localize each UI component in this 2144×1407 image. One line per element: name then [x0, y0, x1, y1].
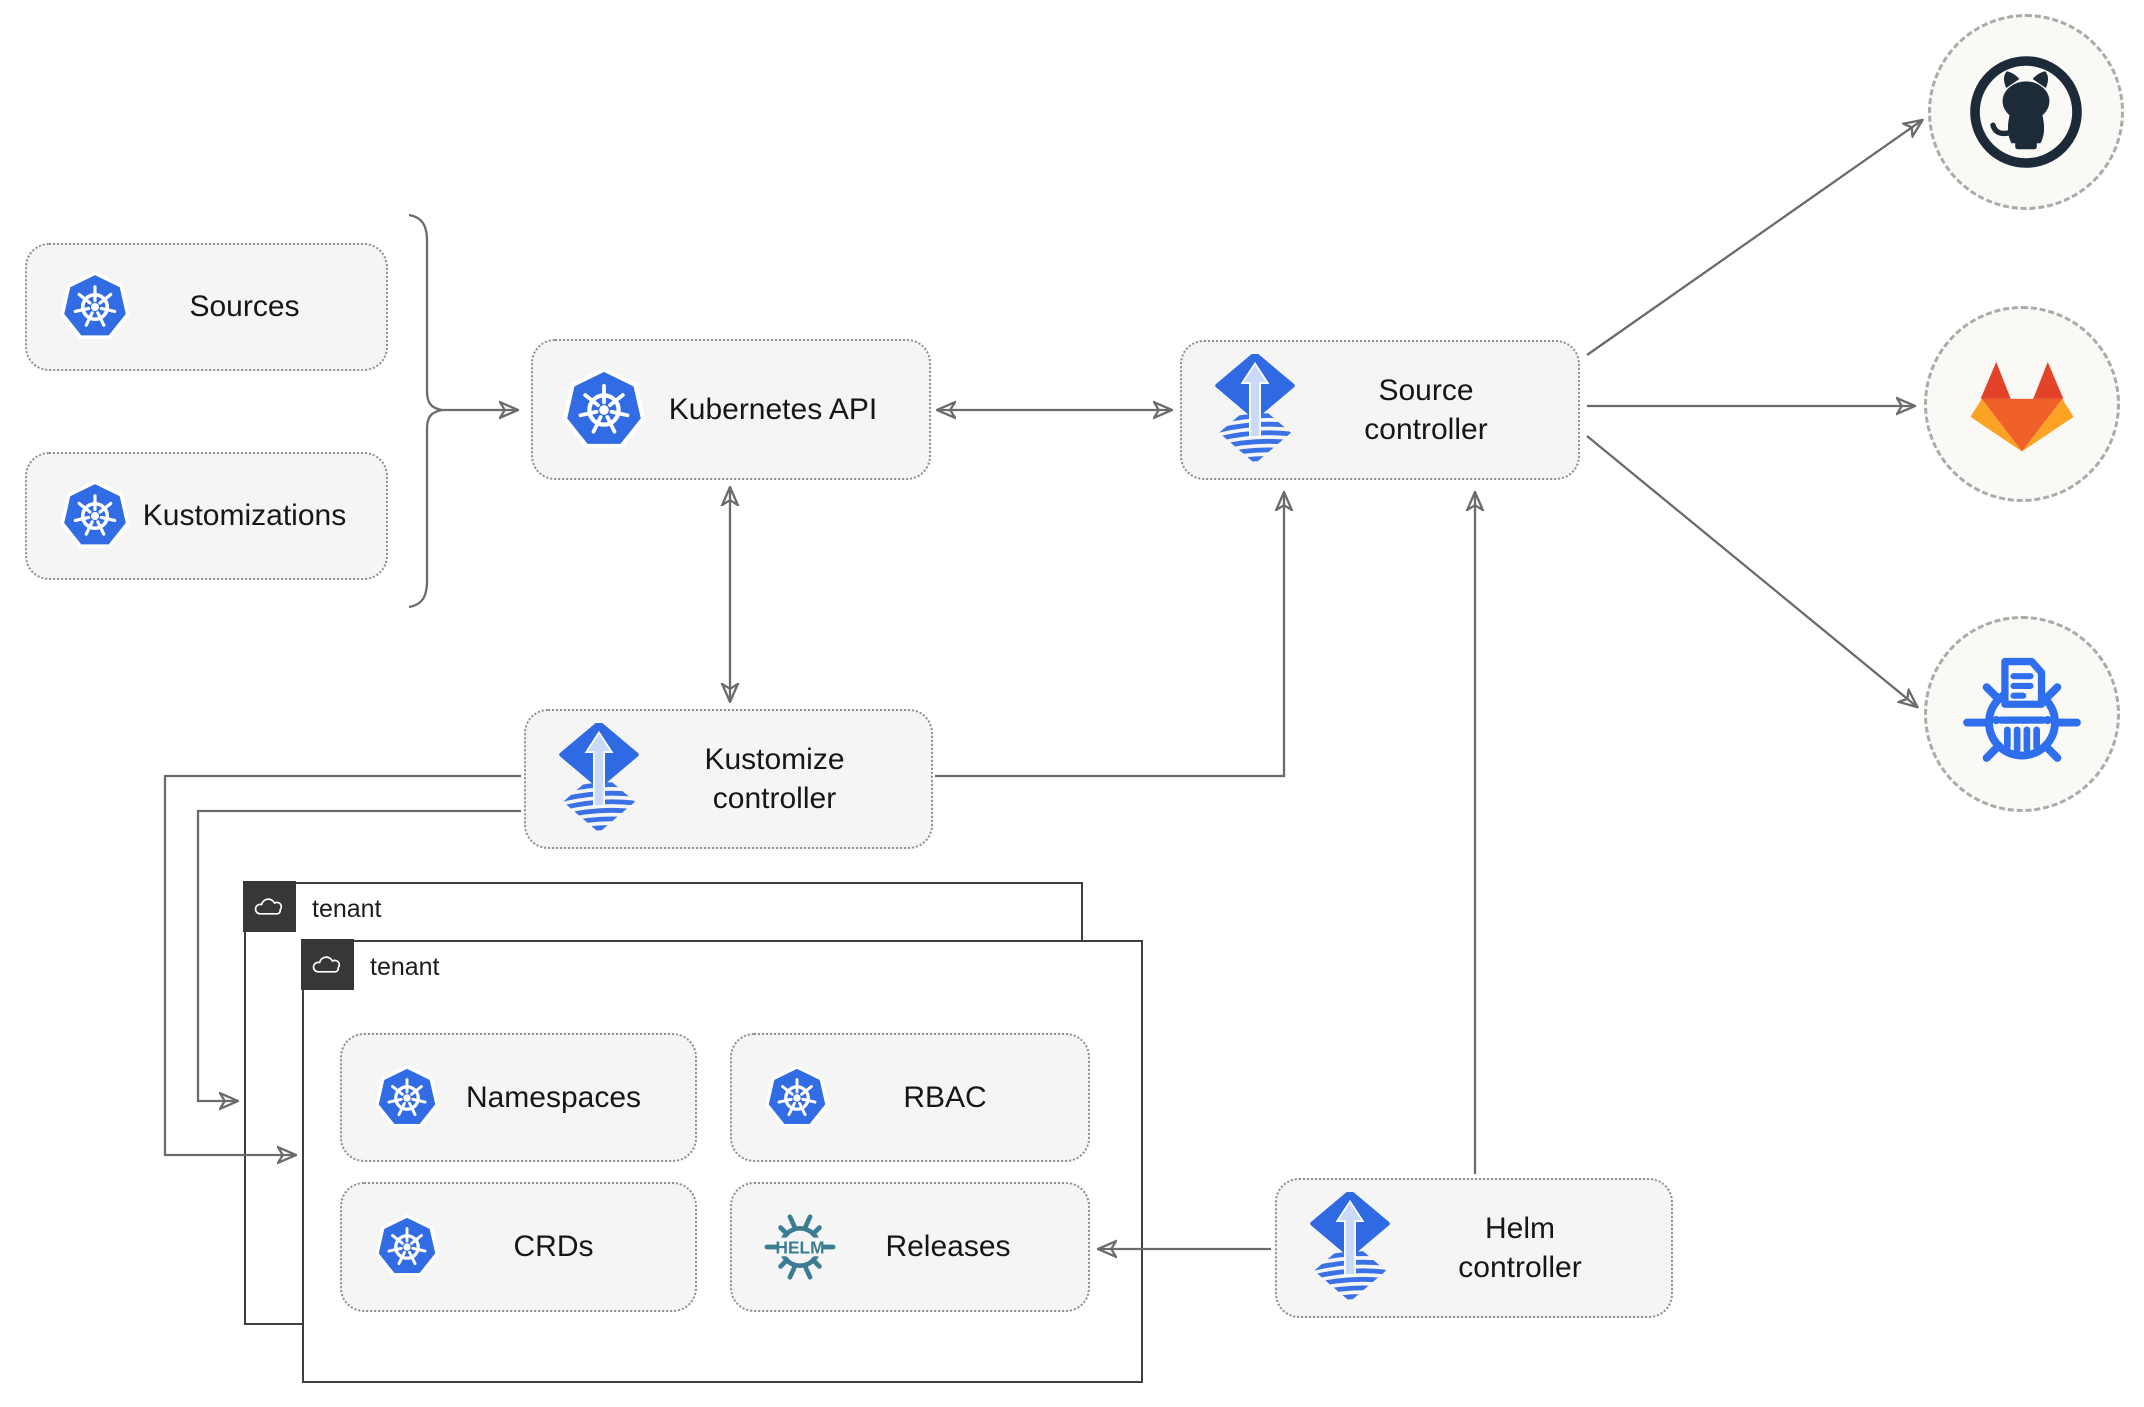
node-sources: Sources	[25, 243, 388, 371]
kubernetes-icon	[764, 1065, 830, 1131]
kubernetes-manifests-icon	[1961, 653, 2083, 775]
node-kustomize-controller: Kustomize controller	[524, 709, 933, 849]
node-label: Releases	[885, 1230, 1011, 1263]
flux-icon	[1307, 1192, 1393, 1305]
kubernetes-icon	[59, 271, 131, 343]
node-label: Kustomizations	[142, 499, 347, 532]
github-icon	[1966, 52, 2086, 172]
tenant-label: tenant	[370, 953, 440, 981]
tenant-tab	[243, 881, 297, 933]
node-label: Kubernetes API	[668, 392, 878, 426]
cloud-icon	[253, 896, 287, 918]
node-label-line1: Helm	[1484, 1212, 1555, 1245]
node-label-line1: Kustomize	[704, 743, 845, 776]
helm-icon	[764, 1211, 836, 1283]
node-releases: Releases	[730, 1182, 1090, 1312]
node-label: Sources	[189, 290, 300, 323]
node-source-controller: Source controller	[1180, 340, 1580, 480]
node-label-line2: controller	[1458, 1251, 1582, 1284]
kubernetes-icon	[374, 1214, 440, 1280]
hub-gitlab	[1924, 306, 2120, 502]
tenant-label: tenant	[312, 895, 382, 923]
node-kustomizations: Kustomizations	[25, 452, 388, 580]
node-label: Helm controller	[1393, 1209, 1647, 1287]
tenant-tab	[301, 939, 355, 991]
node-label: RBAC	[903, 1080, 987, 1114]
gitlab-icon	[1966, 353, 2078, 456]
flux-icon	[556, 723, 642, 836]
node-label: Kustomize controller	[642, 740, 907, 818]
node-namespaces: Namespaces	[340, 1033, 697, 1162]
hub-github	[1928, 14, 2124, 210]
node-crds: CRDs	[340, 1182, 697, 1312]
node-label: Source controller	[1298, 371, 1554, 449]
node-kubernetes-api: Kubernetes API	[531, 339, 931, 480]
bracket-sources-kustomizations	[408, 213, 443, 609]
node-rbac: RBAC	[730, 1033, 1090, 1162]
edge-kustomize-to-source-controller	[935, 494, 1284, 778]
flux-icon	[1212, 354, 1298, 467]
kubernetes-icon	[59, 480, 131, 552]
edge-source-to-manifests	[1586, 435, 1916, 706]
node-label: CRDs	[513, 1230, 594, 1263]
node-label-line2: controller	[1364, 413, 1488, 446]
node-helm-controller: Helm controller	[1275, 1178, 1673, 1318]
node-label-line1: Source	[1378, 374, 1474, 407]
cloud-icon	[311, 954, 345, 976]
node-label-line2: controller	[712, 782, 837, 815]
node-label: Namespaces	[465, 1080, 642, 1114]
kubernetes-icon	[374, 1065, 440, 1131]
kubernetes-icon	[561, 367, 647, 453]
edge-source-to-github	[1586, 121, 1921, 356]
hub-kubernetes-manifests	[1924, 616, 2120, 812]
